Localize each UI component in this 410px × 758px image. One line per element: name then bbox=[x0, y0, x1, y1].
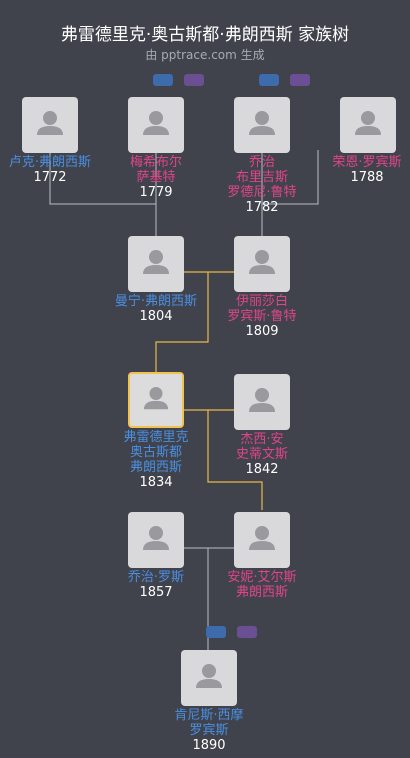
person-name-line: 安妮·艾尔斯 bbox=[227, 570, 297, 585]
tag-icon[interactable] bbox=[184, 74, 204, 86]
link-parents-fred bbox=[155, 272, 209, 372]
person-name-line: 弗雷德里克 bbox=[123, 430, 189, 445]
person-name-line: 卢克·弗朗西斯 bbox=[8, 155, 92, 170]
person-name-line: 弗朗西斯 bbox=[129, 460, 182, 475]
person-name-line: 杰西·安 bbox=[240, 432, 284, 447]
person-birth-year: 1788 bbox=[350, 170, 384, 185]
page-subtitle: 由 pptrace.com 生成 bbox=[145, 48, 265, 62]
person-card-joe1[interactable] bbox=[234, 97, 290, 153]
person-name-line: 布里吉斯 bbox=[235, 170, 288, 185]
tag-icon[interactable] bbox=[206, 626, 226, 638]
person-birth-year: 1834 bbox=[139, 475, 173, 490]
person-name-line: 萨基特 bbox=[136, 170, 176, 185]
tag-icon[interactable] bbox=[259, 74, 279, 86]
person-birth-year: 1809 bbox=[245, 324, 279, 339]
person-name-line: 奥古斯都 bbox=[129, 445, 182, 460]
tag-icon[interactable] bbox=[290, 74, 310, 86]
person-name-line: 史蒂文斯 bbox=[235, 447, 288, 462]
person-birth-year: 1782 bbox=[245, 200, 279, 215]
person-name-line: 肯尼斯·西摩 bbox=[174, 708, 244, 723]
person-card-jessie[interactable] bbox=[234, 374, 290, 430]
person-name-line: 荣恩·罗宾斯 bbox=[332, 155, 402, 170]
link-joe-rong bbox=[261, 150, 319, 205]
person-card-eliza[interactable] bbox=[234, 236, 290, 292]
person-name-line: 罗宾斯 bbox=[189, 723, 229, 738]
person-name-annie[interactable]: 安妮·艾尔斯弗朗西斯 bbox=[202, 570, 322, 600]
person-card-manning[interactable] bbox=[128, 236, 184, 292]
person-name-line: 伊丽莎白 bbox=[235, 294, 288, 309]
person-card-fred[interactable] bbox=[128, 372, 184, 428]
person-birth-year: 1890 bbox=[192, 738, 226, 753]
person-card-meixi[interactable] bbox=[128, 97, 184, 153]
person-name-line: 乔治 bbox=[248, 155, 275, 170]
person-birth-year: 1772 bbox=[33, 170, 67, 185]
person-card-kenny[interactable] bbox=[181, 650, 237, 706]
person-birth-year: 1779 bbox=[139, 185, 173, 200]
page-title: 弗雷德里克·奥古斯都·弗朗西斯 家族树 bbox=[60, 25, 350, 45]
tag-icon[interactable] bbox=[153, 74, 173, 86]
person-card-georgeross[interactable] bbox=[128, 512, 184, 568]
person-card-rong[interactable] bbox=[340, 97, 396, 153]
link-fred-annie bbox=[207, 410, 263, 510]
person-name-line: 罗德尼·鲁特 bbox=[227, 185, 297, 200]
person-name-line: 梅希布尔 bbox=[129, 155, 182, 170]
link-luke-meixi bbox=[49, 150, 157, 236]
person-birth-year: 1842 bbox=[245, 462, 279, 477]
person-name-line: 罗宾斯·鲁特 bbox=[227, 309, 297, 324]
person-birth-year: 1857 bbox=[139, 585, 173, 600]
person-name-line: 曼宁·弗朗西斯 bbox=[114, 294, 198, 309]
person-name-line: 弗朗西斯 bbox=[235, 585, 288, 600]
person-card-annie[interactable] bbox=[234, 512, 290, 568]
person-name-line: 乔治·罗斯 bbox=[127, 570, 185, 585]
person-card-luke[interactable] bbox=[22, 97, 78, 153]
person-birth-year: 1804 bbox=[139, 309, 173, 324]
tag-icon[interactable] bbox=[237, 626, 257, 638]
